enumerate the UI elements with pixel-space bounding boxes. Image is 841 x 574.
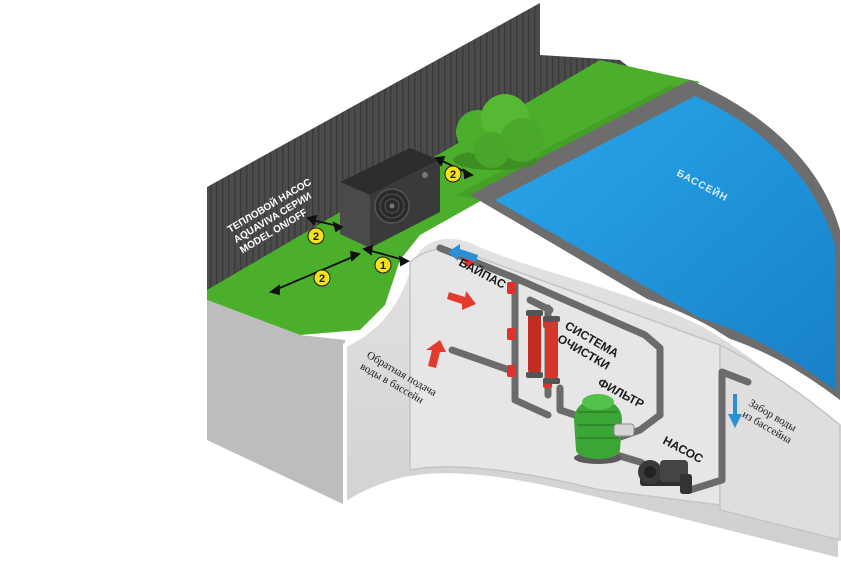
badge-2-right: 2	[445, 166, 461, 182]
svg-text:2: 2	[450, 169, 456, 181]
badge-2-lawn: 2	[314, 270, 330, 286]
svg-text:2: 2	[319, 273, 325, 285]
badge-2-left: 2	[308, 228, 324, 244]
svg-text:2: 2	[313, 231, 319, 243]
svg-text:1: 1	[380, 260, 386, 272]
badge-1: 1	[375, 257, 391, 273]
